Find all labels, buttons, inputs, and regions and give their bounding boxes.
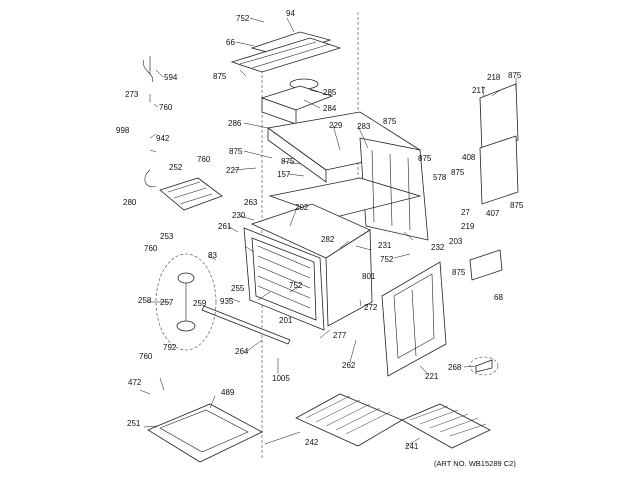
callout-875: 875 [383, 117, 397, 126]
broil-pan-part [147, 403, 263, 463]
vent-trim-part [230, 31, 342, 73]
callout-219: 219 [461, 222, 475, 231]
callout-407: 407 [486, 209, 500, 218]
callout-282: 282 [321, 235, 335, 244]
cord-280-part [144, 169, 157, 188]
callout-252: 252 [169, 163, 183, 172]
callout-760: 760 [197, 155, 211, 164]
callout-277: 277 [333, 331, 347, 340]
callout-83: 83 [208, 251, 217, 260]
callout-231: 231 [378, 241, 392, 250]
callout-68: 68 [494, 293, 503, 302]
callout-232: 232 [431, 243, 445, 252]
callout-263: 263 [244, 198, 258, 207]
cord-594-part [143, 56, 153, 83]
callout-875: 875 [418, 154, 432, 163]
callout-472: 472 [128, 378, 142, 387]
callout-760: 760 [144, 244, 158, 253]
callout-262: 262 [342, 361, 356, 370]
callout-227: 227 [226, 166, 240, 175]
oven-front-frame-part [243, 227, 325, 331]
callout-253: 253 [160, 232, 174, 241]
callout-998: 998 [116, 126, 130, 135]
callout-273: 273 [125, 90, 139, 99]
callout-875: 875 [510, 201, 524, 210]
side-panel-part [381, 261, 447, 377]
sensor-assembly-part [469, 356, 499, 376]
callout-258: 258 [138, 296, 152, 305]
callout-230: 230 [232, 211, 246, 220]
callout-875: 875 [451, 168, 465, 177]
callout-594: 594 [164, 73, 178, 82]
callout-264: 264 [235, 347, 249, 356]
callout-203: 203 [449, 237, 463, 246]
oven-rack-241-part [401, 403, 491, 449]
callout-257: 257 [160, 298, 174, 307]
callout-942: 942 [156, 134, 170, 143]
callout-259: 259 [193, 299, 207, 308]
callout-875: 875 [213, 72, 227, 81]
callout-229: 229 [329, 121, 343, 130]
callout-752: 752 [289, 281, 303, 290]
callout-1005: 1005 [272, 374, 290, 383]
callout-935: 935 [220, 297, 234, 306]
callout-242: 242 [305, 438, 319, 447]
callout-760: 760 [139, 352, 153, 361]
callout-284: 284 [323, 104, 337, 113]
callout-286: 286 [228, 119, 242, 128]
bake-element-part [159, 177, 223, 211]
leader-lines [139, 17, 517, 447]
callout-752: 752 [236, 14, 250, 23]
callout-408: 408 [462, 153, 476, 162]
callout-202: 202 [295, 203, 309, 212]
callout-66: 66 [226, 38, 235, 47]
callout-792: 792 [163, 343, 177, 352]
element-assembly-part [155, 253, 217, 351]
callout-578: 578 [433, 173, 447, 182]
callout-283: 283 [357, 122, 371, 131]
art-number: (ART NO. WB15289 C2) [434, 459, 516, 468]
callout-875: 875 [281, 157, 295, 166]
callout-201: 201 [279, 316, 293, 325]
callout-801: 801 [362, 272, 376, 281]
callout-752: 752 [380, 255, 394, 264]
callout-94: 94 [286, 9, 295, 18]
callout-241: 241 [405, 442, 419, 451]
callout-255: 255 [231, 284, 245, 293]
callout-218: 218 [487, 73, 501, 82]
callout-261: 261 [218, 222, 232, 231]
callout-760: 760 [159, 103, 173, 112]
callout-221: 221 [425, 372, 439, 381]
callout-280: 280 [123, 198, 137, 207]
bracket-68-part [469, 249, 503, 281]
callout-875: 875 [508, 71, 522, 80]
callout-875: 875 [452, 268, 466, 277]
trim-strip-part [201, 305, 291, 345]
flue-duct-part [260, 78, 334, 125]
callout-labels: 752 94 66 875 594 285 284 273 760 286 22… [116, 9, 524, 451]
callout-251: 251 [127, 419, 141, 428]
control-bracket-part [479, 83, 519, 205]
callout-27: 27 [461, 208, 470, 217]
callout-268: 268 [448, 363, 462, 372]
callout-285: 285 [323, 88, 337, 97]
callout-489: 489 [221, 388, 235, 397]
callout-875: 875 [229, 147, 243, 156]
callout-217: 217 [472, 86, 486, 95]
callout-272: 272 [364, 303, 378, 312]
callout-157: 157 [277, 170, 291, 179]
